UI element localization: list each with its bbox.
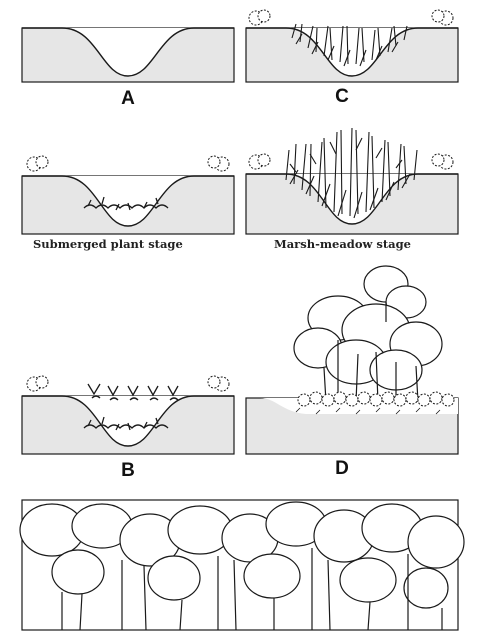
panel-b-label: B <box>108 460 148 482</box>
panel-a-empty-basin <box>22 18 234 84</box>
tree-icon <box>294 266 442 402</box>
caption-marsh-meadow-stage: Marsh-meadow stage <box>274 237 411 251</box>
panel-marsh-meadow <box>246 124 458 236</box>
panel-b1-submerged-stage <box>22 152 234 236</box>
shrub-icon <box>208 156 229 171</box>
panel-d-label: D <box>322 458 362 480</box>
shrub-icon <box>27 156 48 171</box>
panel-a-label: A <box>108 88 148 110</box>
basin-d-diagram <box>246 262 458 456</box>
basin-c-diagram <box>246 8 458 84</box>
basin-b1-diagram <box>22 152 234 236</box>
shrub-icon <box>27 376 48 391</box>
shrub-icon <box>432 154 453 169</box>
basin-marsh-diagram <box>246 124 458 236</box>
caption-submerged-stage: Submerged plant stage <box>33 237 183 251</box>
panel-c-reed-stage <box>246 8 458 84</box>
shrub-icon <box>208 376 229 391</box>
panel-d-woodland-stage <box>246 262 458 456</box>
panel-b-floating-stage <box>22 372 234 456</box>
panel-e-climax-forest <box>22 500 458 630</box>
basin-a-diagram <box>22 18 234 84</box>
forest-diagram <box>22 500 458 630</box>
shrub-icon <box>432 10 453 25</box>
basin-b-diagram <box>22 372 234 456</box>
shrub-icon <box>249 10 270 25</box>
panel-c-label: C <box>322 86 362 108</box>
shrub-icon <box>249 154 270 169</box>
